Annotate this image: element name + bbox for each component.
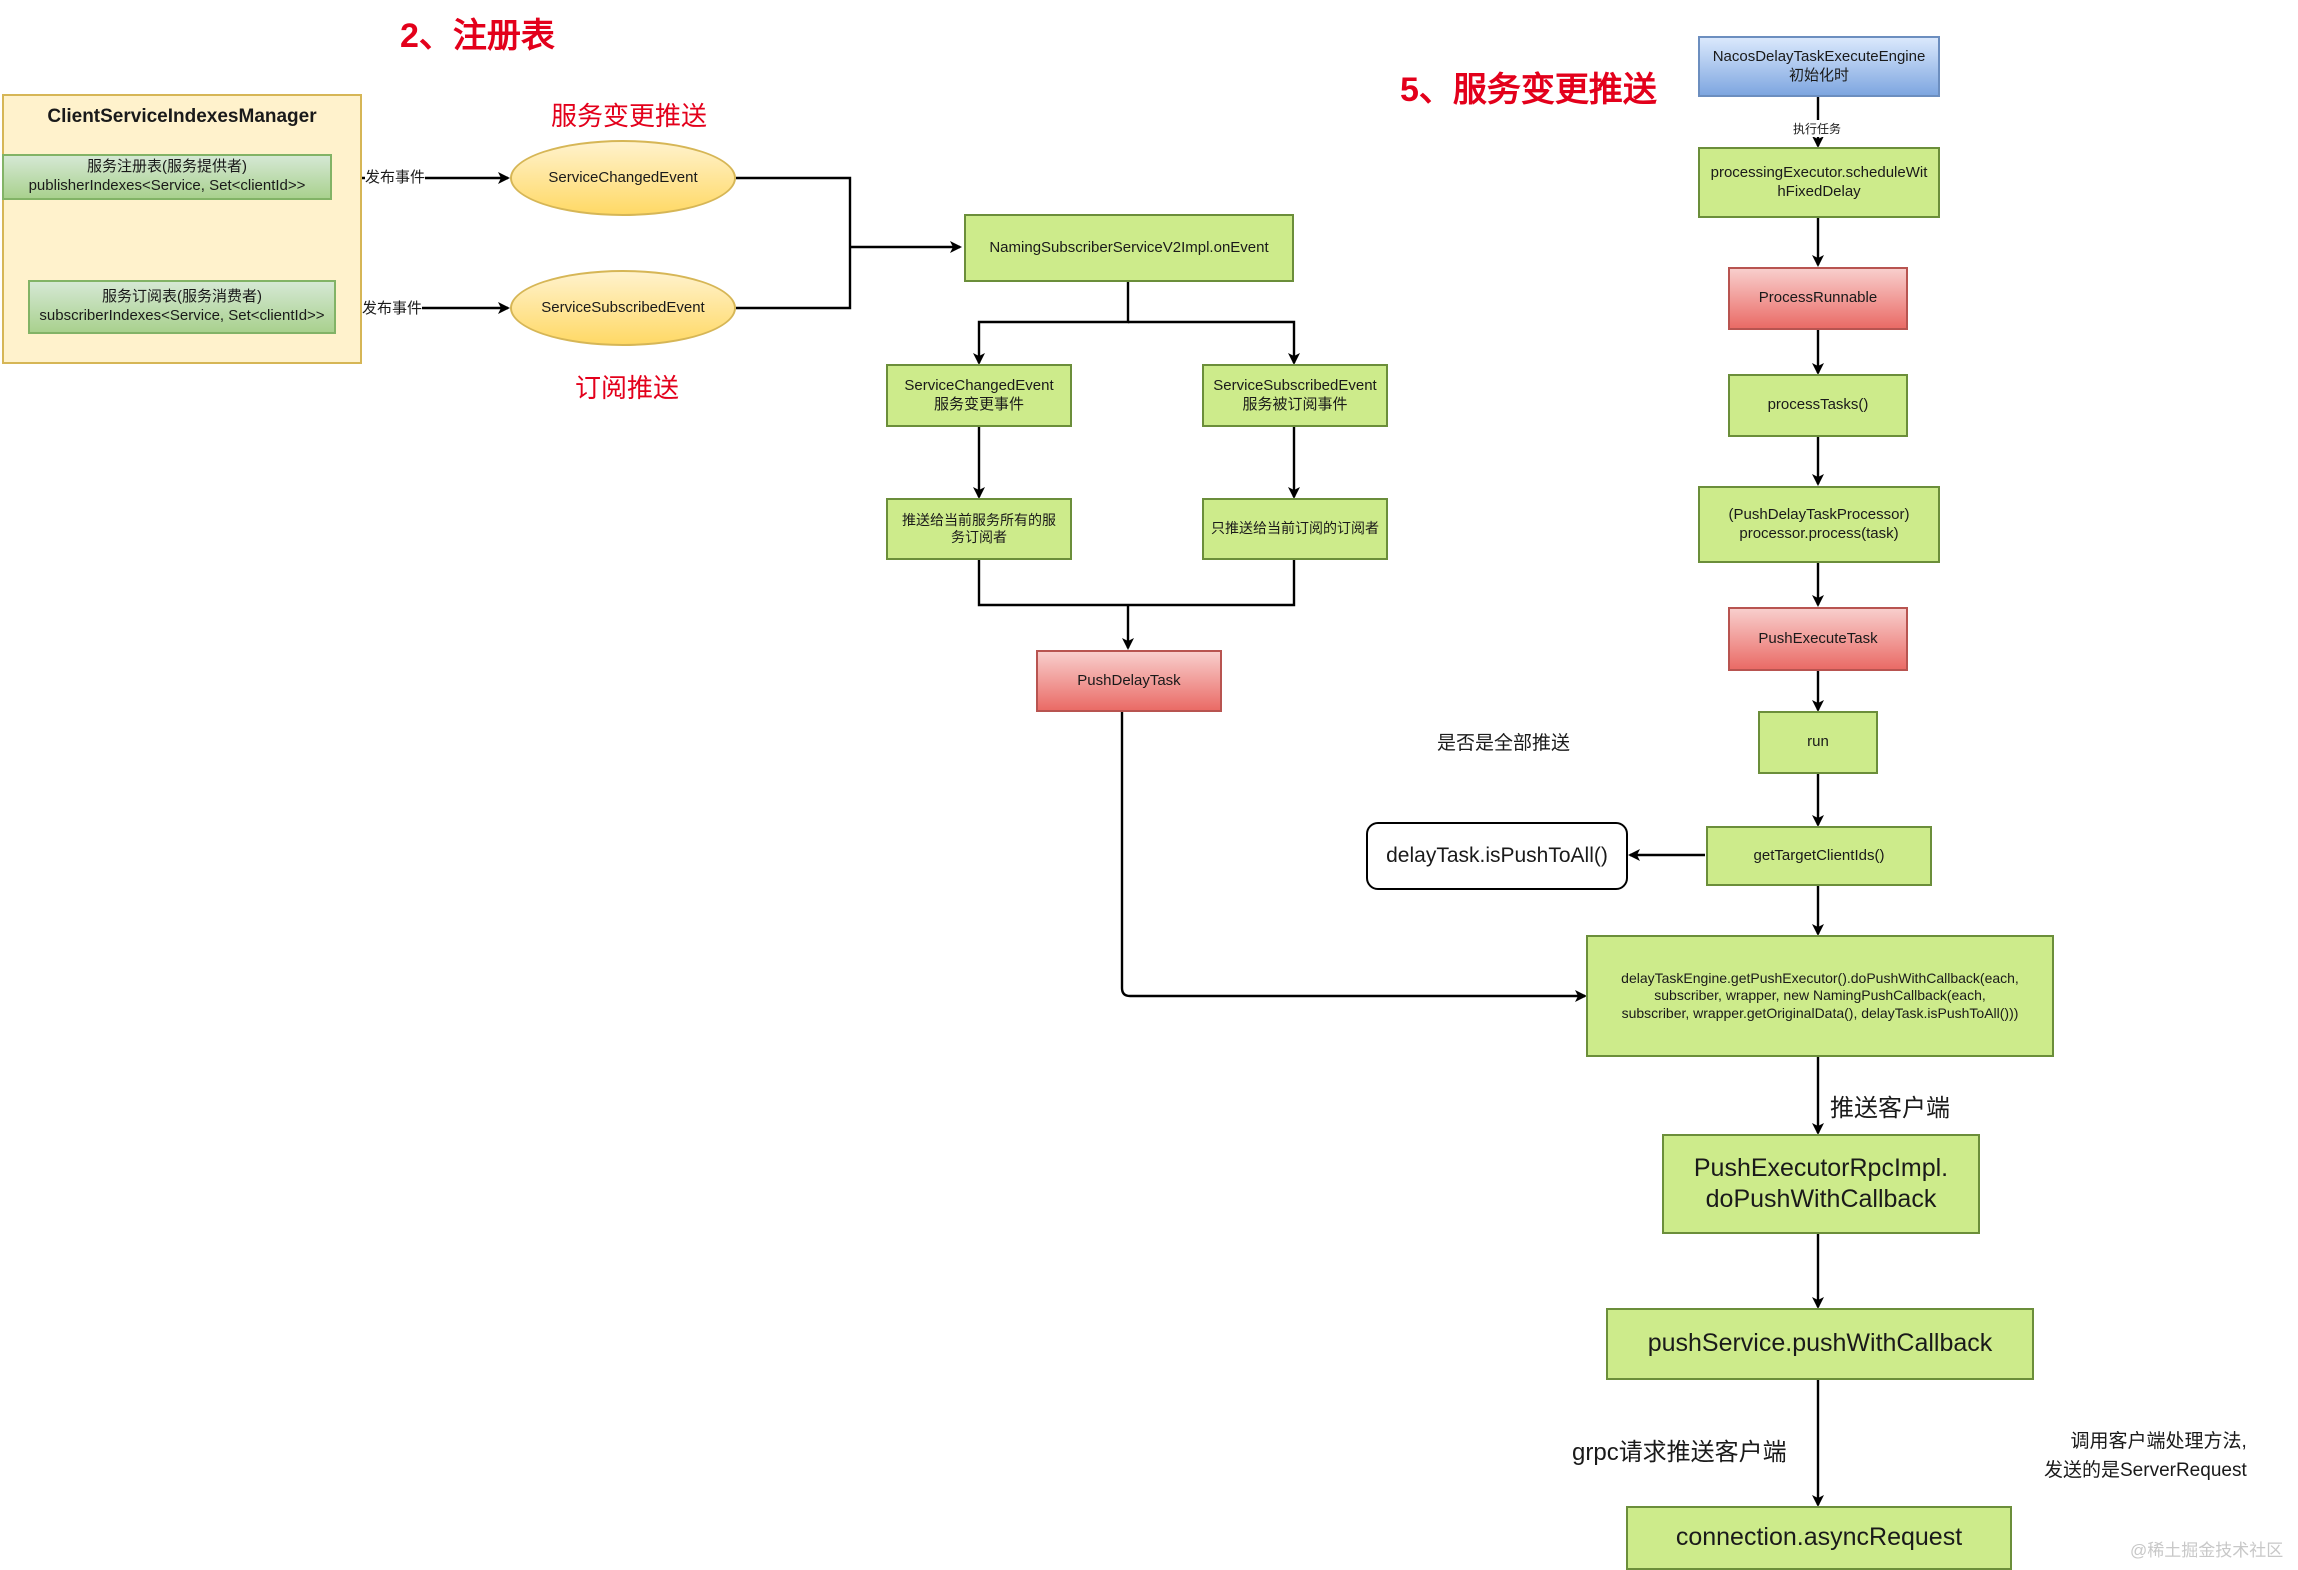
processor-line-1: (PushDelayTaskProcessor): [1728, 505, 1910, 523]
subscriber-indexes[interactable]: 服务订阅表(服务消费者) subscriberIndexes<Service, …: [28, 280, 336, 334]
subscriber-line-1: 服务订阅表(服务消费者): [102, 288, 262, 306]
push-delay-task[interactable]: PushDelayTask: [1036, 650, 1222, 712]
publish-event-label-1: 发布事件: [365, 166, 426, 187]
subscribe-push-label: 订阅推送: [575, 373, 680, 403]
subscribed-line-1: ServiceSubscribedEvent: [1213, 376, 1377, 394]
subscribed-event-node[interactable]: ServiceSubscribedEvent 服务被订阅事件: [1202, 364, 1388, 427]
do-push-line-1: delayTaskEngine.getPushExecutor().doPush…: [1621, 969, 2019, 986]
publisher-line-2: publisherIndexes<Service, Set<clientId>>: [28, 177, 306, 194]
line-push-merge: [977, 560, 1296, 607]
arrow-to-changed: [973, 282, 1130, 365]
do-push-with-callback[interactable]: delayTaskEngine.getPushExecutor().doPush…: [1586, 935, 2054, 1057]
change-push-label: 服务变更推送: [551, 101, 708, 131]
push-client-label: 推送客户端: [1830, 1095, 1950, 1122]
watermark: @稀土掘金技术社区: [2130, 1541, 2284, 1560]
engine-line-2: 初始化时: [1788, 66, 1849, 84]
push-execute-task[interactable]: PushExecuteTask: [1728, 607, 1908, 671]
do-push-line-3: subscriber, wrapper.getOriginalData(), d…: [1621, 1004, 2019, 1021]
engine-line-1: NacosDelayTaskExecuteEngine: [1712, 47, 1926, 65]
arrow-delay-to-dopush: [1120, 712, 1587, 1002]
manager-title: ClientServiceIndexesManager: [47, 106, 317, 127]
do-push-line-2: subscriber, wrapper, new NamingPushCallb…: [1654, 987, 1986, 1004]
service-subscribed-event[interactable]: ServiceSubscribedEvent: [510, 270, 736, 346]
call-client-note: 调用客户端处理方法, 发送的是ServerRequest: [2044, 1428, 2247, 1485]
delay-task-execute-engine[interactable]: NacosDelayTaskExecuteEngine 初始化时: [1698, 36, 1940, 97]
change-push-title: 5、服务变更推送: [1400, 71, 1657, 109]
rpc-line-2: doPushWithCallback: [1705, 1185, 1937, 1213]
line-events-merge: [736, 176, 852, 310]
push-current-subscriber[interactable]: 只推送给当前订阅的订阅者: [1202, 498, 1388, 560]
schedule-with-fixed-delay[interactable]: processingExecutor.scheduleWit hFixedDel…: [1698, 147, 1940, 218]
connection-async-request[interactable]: connection.asyncRequest: [1626, 1506, 2012, 1570]
publish-event-label-2: 发布事件: [362, 297, 423, 318]
call-note-line-2: 发送的是ServerRequest: [2044, 1459, 2247, 1481]
subscriber-line-2: subscriberIndexes<Service, Set<clientId>…: [39, 307, 325, 324]
delay-task-is-push-to-all[interactable]: delayTask.isPushToAll(): [1366, 822, 1628, 890]
execute-task-label: 执行任务: [1793, 120, 1842, 137]
publisher-line-1: 服务注册表(服务提供者): [87, 158, 247, 176]
push-all-subscribers[interactable]: 推送给当前服务所有的服 务订阅者: [886, 498, 1072, 560]
push-all-line-1: 推送给当前服务所有的服: [902, 511, 1056, 528]
schedule-line-2: hFixedDelay: [1777, 182, 1861, 200]
get-target-client-ids[interactable]: getTargetClientIds(): [1706, 826, 1932, 886]
run-node[interactable]: run: [1758, 711, 1878, 774]
is-push-all-question: 是否是全部推送: [1437, 733, 1571, 754]
process-runnable[interactable]: ProcessRunnable: [1728, 267, 1908, 330]
changed-line-1: ServiceChangedEvent: [904, 376, 1054, 394]
processor-line-2: processor.process(task): [1739, 524, 1899, 542]
arrow-to-subscribed: [1128, 320, 1300, 365]
call-note-line-1: 调用客户端处理方法,: [2070, 1431, 2247, 1452]
push-service-push-with-callback[interactable]: pushService.pushWithCallback: [1606, 1308, 2034, 1380]
changed-line-2: 服务变更事件: [933, 395, 1024, 413]
push-delay-task-processor[interactable]: (PushDelayTaskProcessor) processor.proce…: [1698, 486, 1940, 563]
changed-event-node[interactable]: ServiceChangedEvent 服务变更事件: [886, 364, 1072, 427]
registry-title: 2、注册表: [400, 17, 555, 55]
subscribed-line-2: 服务被订阅事件: [1242, 395, 1348, 413]
push-executor-rpc-impl[interactable]: PushExecutorRpcImpl. doPushWithCallback: [1662, 1134, 1980, 1234]
naming-subscriber-on-event[interactable]: NamingSubscriberServiceV2Impl.onEvent: [964, 214, 1294, 282]
publisher-indexes[interactable]: 服务注册表(服务提供者) publisherIndexes<Service, S…: [2, 154, 332, 200]
service-changed-event[interactable]: ServiceChangedEvent: [510, 140, 736, 216]
schedule-line-1: processingExecutor.scheduleWit: [1710, 163, 1928, 181]
rpc-line-1: PushExecutorRpcImpl.: [1693, 1153, 1949, 1182]
process-tasks[interactable]: processTasks(): [1728, 374, 1908, 437]
grpc-label: grpc请求推送客户端: [1572, 1439, 1787, 1466]
push-all-line-2: 务订阅者: [951, 529, 1007, 545]
